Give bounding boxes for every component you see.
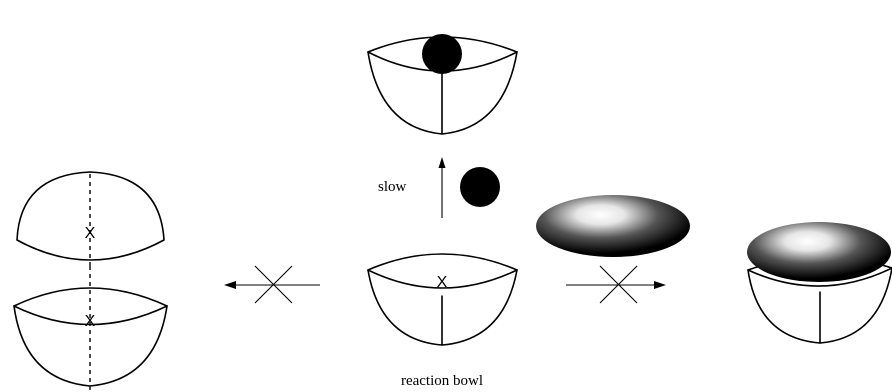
lower-bowl-site-mark: X	[85, 313, 96, 330]
reaction-bowl-label: reaction bowl	[401, 373, 483, 389]
reaction-site-mark: X	[437, 274, 448, 291]
slow-release-group: slow	[378, 157, 500, 218]
capped-bowl-rim-curve	[747, 267, 892, 287]
flat-ellipsoid	[536, 195, 690, 257]
left-cross-stroke-2	[254, 265, 293, 304]
slow-label: slow	[378, 179, 407, 195]
reaction-bowl-outline	[367, 253, 518, 346]
left-arrow-head	[224, 281, 236, 289]
capped-bowl-group	[747, 222, 892, 344]
free-sphere	[460, 167, 500, 207]
reaction-bowl-rim-curve	[367, 269, 518, 289]
right-blocked-arrow	[566, 265, 666, 304]
lower-bowl-outline	[13, 287, 168, 387]
capping-ellipsoid	[747, 222, 891, 282]
bowl-with-sphere-group	[367, 34, 518, 135]
upper-dome-outline	[16, 171, 165, 261]
right-cross-stroke-2	[599, 265, 638, 304]
trapped-sphere	[422, 34, 462, 74]
upper-dome-site-mark: X	[85, 225, 96, 242]
right-arrow-head	[654, 281, 666, 289]
slow-arrow-head	[438, 157, 446, 168]
capsule-group: X X	[13, 171, 168, 390]
left-blocked-arrow	[224, 265, 320, 304]
reaction-bowl-group: X reaction bowl	[367, 253, 518, 389]
